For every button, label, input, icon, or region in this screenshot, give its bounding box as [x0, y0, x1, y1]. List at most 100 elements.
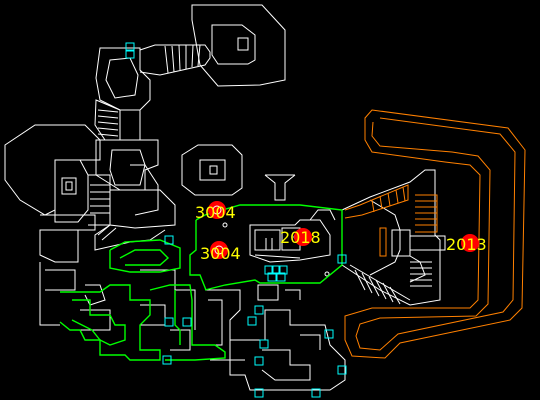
wall-line — [254, 254, 301, 259]
wall-outline — [39, 229, 79, 263]
door-marker — [259, 339, 269, 349]
green-wall — [109, 239, 181, 273]
wall-outline — [95, 139, 159, 191]
wall-outline — [409, 255, 426, 283]
wall-outline — [209, 165, 218, 175]
doors-layer — [125, 42, 347, 398]
stair-step — [97, 115, 119, 119]
green-wall — [195, 204, 343, 291]
door-marker — [164, 317, 174, 327]
orange-door — [379, 227, 387, 257]
door-marker — [264, 265, 274, 275]
green-wall — [174, 290, 181, 345]
wall-outline — [205, 289, 241, 340]
thing-marker-ring — [212, 205, 222, 215]
stair-step — [371, 199, 375, 213]
stair-step — [375, 279, 387, 300]
walls-layer — [4, 4, 446, 391]
green-wall — [189, 220, 207, 291]
orange-stairs — [344, 184, 409, 219]
wall-outline — [109, 149, 146, 186]
stair-step — [387, 192, 391, 207]
wall-outline — [54, 159, 89, 223]
thing-label-1: 3004 — [195, 203, 236, 222]
wall-line — [349, 264, 411, 301]
door-marker — [278, 265, 288, 275]
thing-label-3: 2018 — [280, 228, 321, 247]
wall-outline — [191, 4, 286, 87]
thing-marker — [210, 241, 228, 259]
door-marker — [324, 329, 334, 339]
stair-step — [389, 286, 401, 305]
stair-step — [382, 282, 394, 303]
thing-marker — [294, 228, 312, 246]
wall-outline — [130, 164, 159, 216]
wall-outline — [285, 289, 301, 300]
stair-step — [97, 133, 119, 137]
wall-outline — [80, 309, 111, 331]
stair-step — [101, 227, 117, 241]
wall-outline — [264, 174, 296, 201]
wall-outline — [237, 37, 249, 51]
stair-step — [368, 276, 380, 297]
thing-markers — [208, 201, 479, 259]
wall-outline — [95, 47, 151, 111]
wall-outline — [369, 199, 401, 276]
stair-step — [97, 121, 119, 125]
wall-outline — [139, 44, 211, 76]
thing-marker-ring — [214, 245, 224, 255]
wall-outline — [84, 284, 106, 306]
stair-step — [395, 189, 399, 204]
door-marker — [125, 49, 135, 59]
door-marker — [337, 365, 347, 375]
wall-outline — [309, 209, 336, 221]
wall-outline — [257, 284, 279, 301]
stair-step — [164, 45, 169, 74]
door-marker — [254, 305, 264, 315]
wall-pillar — [324, 271, 330, 277]
wall-outline — [261, 349, 311, 381]
stair-step — [171, 45, 175, 73]
wall-pillar — [222, 222, 228, 228]
stair-step — [97, 224, 111, 236]
green-wall — [149, 284, 226, 361]
wall-outline — [229, 309, 346, 391]
wall-outline — [61, 177, 77, 195]
door-marker — [276, 272, 286, 282]
thing-label-4: 2013 — [446, 235, 487, 254]
stair-step — [361, 272, 373, 294]
stair-step — [379, 195, 383, 210]
wall-outline — [94, 224, 166, 251]
wall-outline — [199, 159, 226, 181]
door-marker — [311, 388, 321, 398]
wall-outline — [109, 189, 176, 229]
thing-labels: 3004 3004 2018 2013 — [195, 203, 487, 263]
wall-outline — [119, 110, 141, 141]
door-marker — [254, 356, 264, 366]
green-zone — [59, 204, 343, 361]
wall-outline — [341, 169, 441, 306]
thing-marker — [208, 201, 226, 219]
door-marker — [162, 355, 172, 365]
door-marker — [247, 316, 257, 326]
door-marker — [267, 272, 277, 282]
orange-inner-wall — [355, 117, 516, 351]
wall-outline — [254, 229, 281, 251]
door-marker — [254, 388, 264, 398]
thing-label-2: 3004 — [200, 244, 241, 263]
door-marker — [337, 254, 347, 264]
wall-outline — [39, 262, 60, 326]
orange-outer-wall — [344, 109, 526, 359]
stair-step — [354, 269, 366, 291]
green-wall — [59, 284, 161, 361]
wall-outline — [211, 24, 256, 65]
stair-step — [197, 44, 201, 67]
stair-step — [191, 44, 194, 68]
stair-step — [97, 109, 119, 113]
wall-outline — [88, 174, 111, 226]
wall-outline — [105, 57, 139, 99]
wall-outline — [140, 304, 166, 326]
green-wall — [71, 299, 126, 346]
wall-outline — [300, 334, 321, 350]
